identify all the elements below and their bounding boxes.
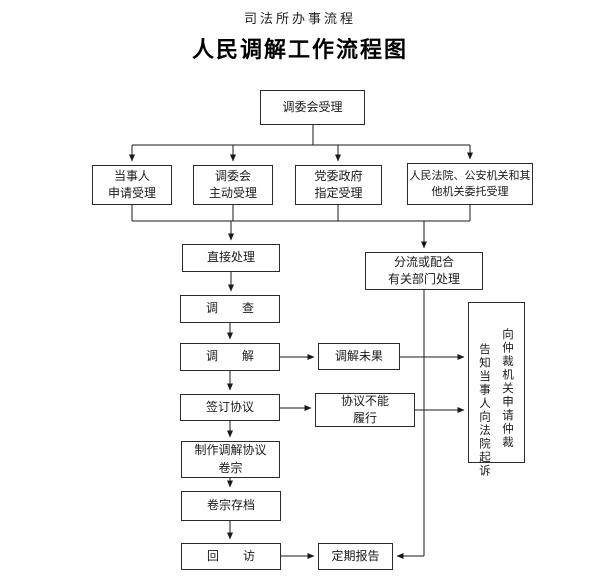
- node-committee-accept: 调委会受理: [260, 90, 365, 125]
- notify-left-column: 告知当事人向法院起诉: [478, 343, 492, 478]
- node-agreement-fail: 协议不能 履行: [315, 393, 415, 427]
- node-sign-agreement: 签订协议: [180, 394, 280, 421]
- node-party-apply: 当事人 申请受理: [92, 165, 172, 205]
- node-investigate: 调 查: [180, 295, 280, 323]
- node-committee-initiative: 调委会 主动受理: [193, 165, 273, 205]
- node-mediate-fail: 调解未果: [318, 343, 400, 370]
- node-direct-handle: 直接处理: [182, 244, 280, 272]
- node-make-file: 制作调解协议 卷宗: [181, 441, 280, 478]
- node-divert: 分流或配合 有关部门处理: [365, 252, 483, 290]
- node-party-gov-assign: 党委政府 指定受理: [295, 165, 382, 205]
- node-court-entrust: 人民法院、公安机关和其 他机关委托受理: [407, 163, 533, 205]
- notify-right-column: 向仲裁机关申请仲裁: [501, 328, 515, 450]
- page-subtitle: 司法所办事流程: [243, 12, 356, 27]
- node-revisit: 回 访: [181, 543, 281, 570]
- node-report: 定期报告: [318, 543, 393, 570]
- node-mediate: 调 解: [180, 343, 280, 371]
- node-notify-arbitration-court: 告知当事人向法院起诉 向仲裁机关申请仲裁: [468, 302, 525, 478]
- node-archive: 卷宗存档: [181, 491, 281, 521]
- page-title: 人民调解工作流程图: [191, 37, 408, 63]
